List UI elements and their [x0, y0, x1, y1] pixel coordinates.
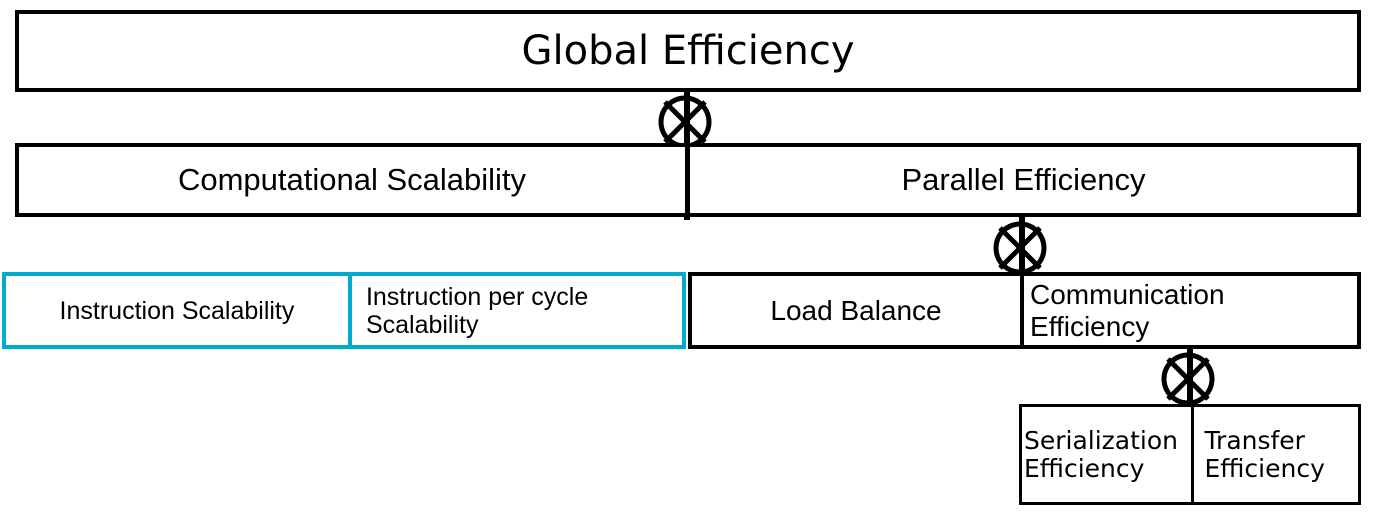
node-label-computational-scalability: Computational Scalability: [177, 161, 527, 197]
crossover-x-circle-icon-2: [993, 221, 1047, 275]
node-label-transfer-efficiency: Transfer Efficiency: [1191, 407, 1358, 502]
node-label-load-balance: Load Balance: [770, 294, 942, 326]
node-parallel-efficiency[interactable]: Parallel Efficiency: [686, 143, 1361, 217]
node-group-parallel-children[interactable]: Load Balance Communication Efficiency: [688, 272, 1361, 349]
node-group-instruction-scalability[interactable]: Instruction Scalability Instruction per …: [2, 272, 686, 349]
node-label-serialization-efficiency: Serialization Efficiency: [1024, 425, 1179, 483]
node-label-parallel-efficiency: Parallel Efficiency: [901, 161, 1146, 197]
node-label-instruction-per-cycle-scalability: Instruction per cycle Scalability: [347, 276, 682, 345]
crossover-x-circle-icon-3: [1161, 352, 1215, 406]
node-global-efficiency[interactable]: Global Efficiency: [15, 10, 1361, 92]
node-group-communication-children[interactable]: Serialization Efficiency Transfer Effici…: [1019, 404, 1361, 505]
node-label-communication-efficiency: Communication Efficiency: [1020, 276, 1357, 345]
node-label-global-efficiency: Global Efficiency: [521, 27, 855, 74]
node-computational-scalability[interactable]: Computational Scalability: [15, 143, 689, 217]
crossover-x-circle-icon-1: [658, 95, 712, 149]
node-label-instruction-scalability: Instruction Scalability: [59, 296, 295, 325]
